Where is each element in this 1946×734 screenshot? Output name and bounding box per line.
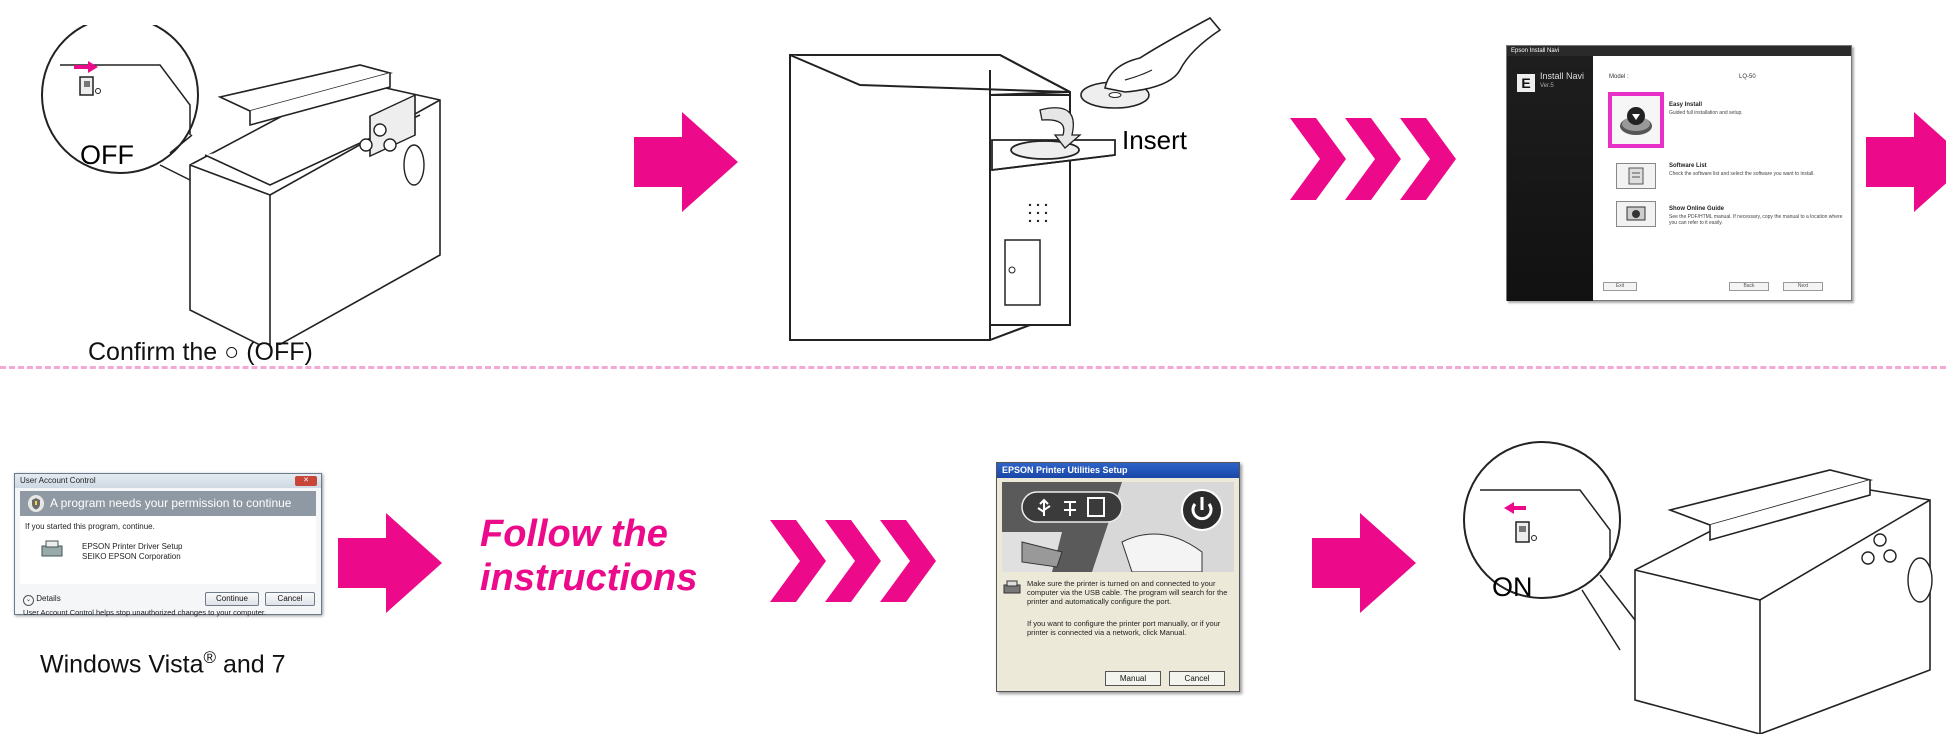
details-label: Details [36, 594, 61, 603]
section-divider [0, 366, 1946, 369]
close-icon[interactable]: ✕ [295, 476, 317, 486]
printer-off-illustration [41, 25, 441, 345]
easy-install-desc: Guided full installation and setup. [1669, 110, 1743, 116]
computer-cd-illustration [789, 16, 1222, 341]
uac-program-name: EPSON Printer Driver Setup [82, 542, 183, 551]
continue-button[interactable]: Continue [205, 592, 259, 606]
install-navi-sidebar: E Install Navi Ver.5 [1507, 56, 1593, 301]
registered-mark: ® [203, 648, 217, 667]
online-guide-button[interactable] [1616, 201, 1656, 227]
software-list-button[interactable] [1616, 163, 1656, 189]
follow-line-2: instructions [480, 557, 698, 599]
setup-dialog: EPSON Printer Utilities Setup Make sure … [996, 462, 1240, 692]
confirm-off-caption: Confirm the ○ (OFF) [88, 338, 313, 366]
caption-and-7: and 7 [216, 650, 286, 679]
uac-body: If you started this program, continue. E… [20, 516, 316, 584]
online-guide-title: Show Online Guide [1669, 206, 1725, 212]
shield-icon [28, 495, 44, 512]
software-list-desc: Check the software list and select the s… [1669, 171, 1815, 177]
pink-arrow-edge [1866, 112, 1946, 212]
manual-button[interactable]: Manual [1105, 671, 1161, 686]
install-navi-version: Ver.5 [1540, 83, 1554, 89]
setup-banner-art [1002, 482, 1234, 572]
uac-publisher: SEIKO EPSON Corporation [82, 552, 181, 561]
software-list-title: Software List [1669, 163, 1707, 169]
uac-footer: User Account Control helps stop unauthor… [23, 608, 267, 617]
pink-arrow [338, 513, 442, 613]
cancel-button[interactable]: Cancel [265, 592, 315, 606]
pink-arrow [1312, 513, 1416, 613]
install-navi-window: Epson Install Navi E Install Navi Ver.5 … [1506, 45, 1852, 301]
setup-paragraph-2: If you want to configure the printer por… [1027, 619, 1221, 637]
printer-program-icon [41, 540, 63, 557]
follow-line-1: Follow the [480, 513, 668, 555]
triple-arrow [1290, 118, 1456, 200]
install-navi-title: Epson Install Navi [1507, 46, 1851, 56]
easy-install-button[interactable] [1608, 92, 1664, 148]
setup-banner [1002, 482, 1234, 572]
uac-banner-text: A program needs your permission to conti… [50, 496, 292, 510]
triple-arrow [770, 520, 936, 602]
off-label: OFF [80, 140, 134, 170]
easy-install-title: Easy Install [1669, 102, 1703, 108]
usb-icon [1037, 498, 1051, 516]
printer-small-icon [1003, 580, 1021, 594]
caption-windows-vista: Windows Vista [40, 650, 204, 679]
setup-cancel-button[interactable]: Cancel [1169, 671, 1225, 686]
follow-instructions-text: Follow the instructions [480, 512, 697, 600]
uac-title-text: User Account Control [20, 476, 96, 485]
model-value: LQ-50 [1739, 74, 1756, 80]
back-button[interactable]: Back [1729, 282, 1769, 291]
printer-on-illustration [1463, 441, 1933, 734]
details-toggle[interactable]: ⌄ Details [23, 594, 61, 606]
on-label: ON [1492, 572, 1533, 602]
exit-button[interactable]: Exit [1603, 282, 1637, 291]
uac-intro: If you started this program, continue. [25, 522, 155, 531]
online-guide-desc: See the PDF/HTML manual. If necessary, c… [1669, 214, 1843, 226]
printer-icon [1087, 497, 1105, 517]
uac-dialog: User Account Control ✕ A program needs y… [14, 473, 322, 617]
install-cd-icon [1620, 107, 1652, 135]
uac-title: User Account Control ✕ [15, 474, 321, 488]
online-guide-icon [1626, 206, 1646, 221]
pink-arrow [634, 112, 738, 212]
next-button[interactable]: Next [1783, 282, 1823, 291]
epson-logo-icon: E [1517, 74, 1535, 92]
model-label: Model : [1609, 74, 1629, 80]
setup-paragraph-1: Make sure the printer is turned on and c… [1027, 579, 1228, 606]
install-navi-appname: Install Navi [1540, 71, 1585, 81]
chevron-down-icon: ⌄ [23, 595, 34, 606]
insert-label: Insert [1122, 125, 1188, 155]
software-list-icon [1628, 167, 1644, 185]
windows-vista-caption: Windows Vista® and 7 [40, 648, 286, 679]
uac-banner: A program needs your permission to conti… [20, 491, 316, 516]
setup-title: EPSON Printer Utilities Setup [997, 463, 1239, 478]
